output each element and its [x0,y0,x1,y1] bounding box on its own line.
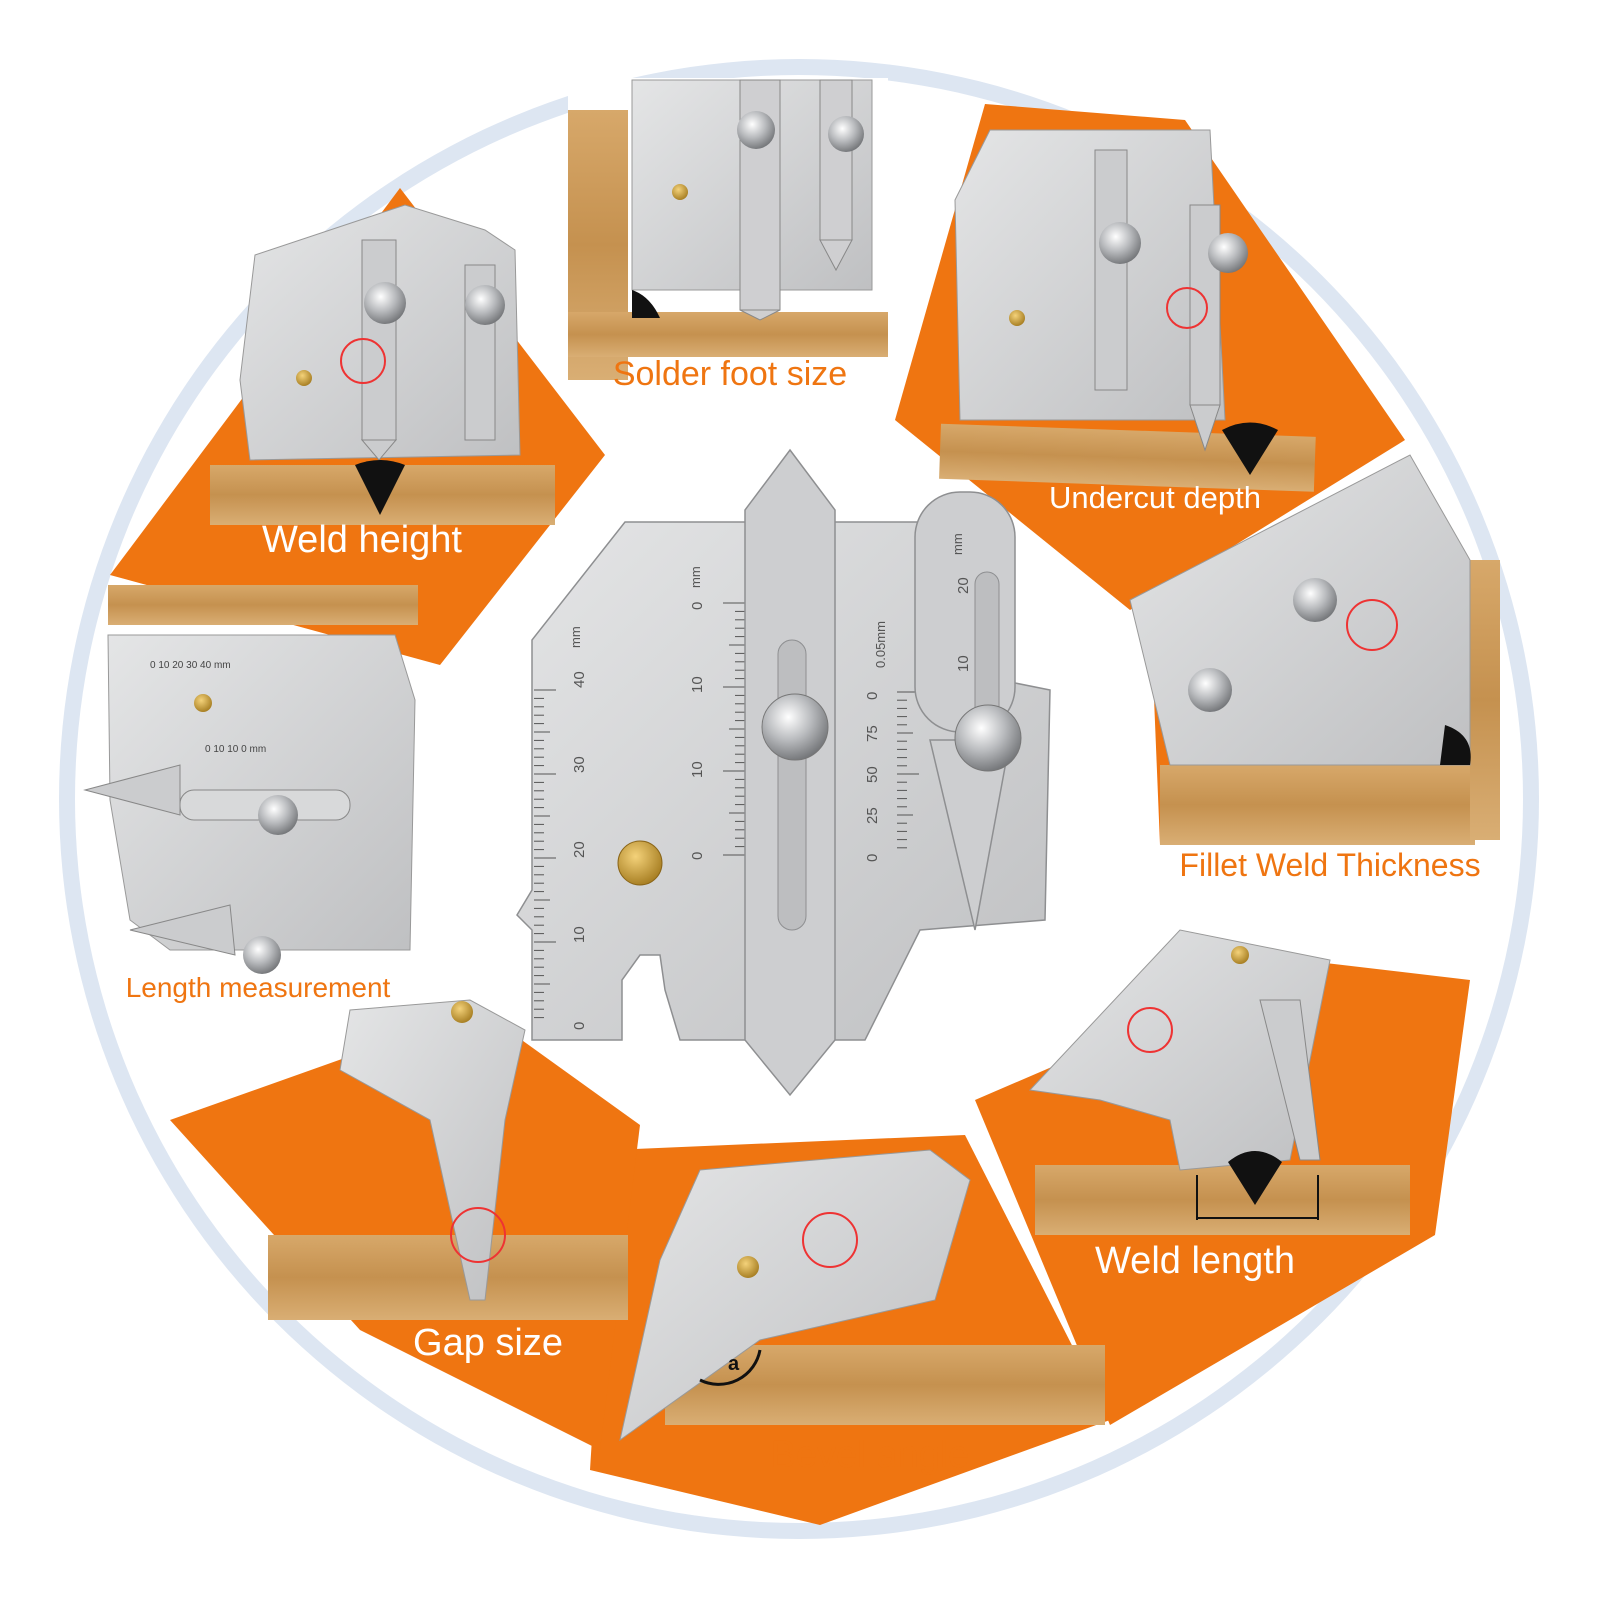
center-scale-label: 0 [689,602,706,610]
label-length-measurement: Length measurement [126,972,391,1003]
label-bevel-angle: Bevel angle [771,1434,970,1476]
photo-gap-size [268,999,628,1320]
center-scale-label: 10 [689,761,706,778]
center-ruler [723,602,745,856]
label-gap-size: Gap size [413,1322,563,1364]
label-solder-foot-size: Solder foot size [613,355,847,393]
vernier-scale-label: 75 [864,725,881,742]
vernier-scale-label: 0 [864,854,881,862]
label-weld-height: Weld height [262,519,462,561]
vernier-scale-label: 0 [864,692,881,700]
photo-bevel-angle: a [619,1149,1105,1442]
photo-fillet-weld [1129,454,1500,845]
left-scale-label: 40 [571,671,588,688]
gauge-right-unit: mm [950,533,965,555]
gauge-brass-rivet [617,840,663,886]
right-scale-label: 10 [955,655,972,672]
center-scale-label: 10 [689,676,706,693]
svg-text:0 10 10 0 mm: 0 10 10 0 mm [205,744,266,755]
label-weld-length: Weld length [1095,1240,1295,1282]
photo-solder-foot [568,78,888,380]
photo-weld-length [1028,929,1410,1235]
gauge-scale-labels: 40 30 20 10 0 0 10 10 0 0 75 50 25 0 20 10 [571,577,972,1030]
gauge-knob-left[interactable] [761,693,829,761]
left-ruler [534,689,556,1019]
svg-text:a: a [728,1353,740,1375]
label-undercut-depth: Undercut depth [1049,480,1261,515]
gauge-left-unit: mm [568,626,583,648]
gauge-knob-right[interactable] [954,704,1022,772]
center-scale-label: 0 [689,852,706,860]
left-scale-label: 10 [571,926,588,943]
photo-undercut-depth [939,129,1316,492]
vernier-scale-label: 50 [864,766,881,783]
svg-text:0 10 20 30 40 mm: 0 10 20 30 40 mm [150,660,231,671]
label-fillet-weld-thickness: Fillet Weld Thickness [1179,847,1480,883]
center-gauge: mm mm 0.05mm mm 40 30 20 10 0 0 10 10 0 0 75 50 25 0 2… [516,448,1051,1097]
photo-length-measurement: 0 10 20 30 40 mm 0 10 10 0 mm [83,585,418,974]
left-scale-label: 0 [571,1022,588,1030]
left-scale-label: 30 [571,756,588,773]
vernier-scale-label: 25 [864,807,881,824]
gauge-vernier-unit: 0.05mm [873,621,888,668]
vernier-ruler [897,691,919,849]
photo-weld-height [210,204,555,525]
right-scale-label: 20 [955,577,972,594]
gauge-right-blade[interactable] [914,491,1016,733]
gauge-center-unit: mm [688,566,703,588]
left-scale-label: 20 [571,841,588,858]
